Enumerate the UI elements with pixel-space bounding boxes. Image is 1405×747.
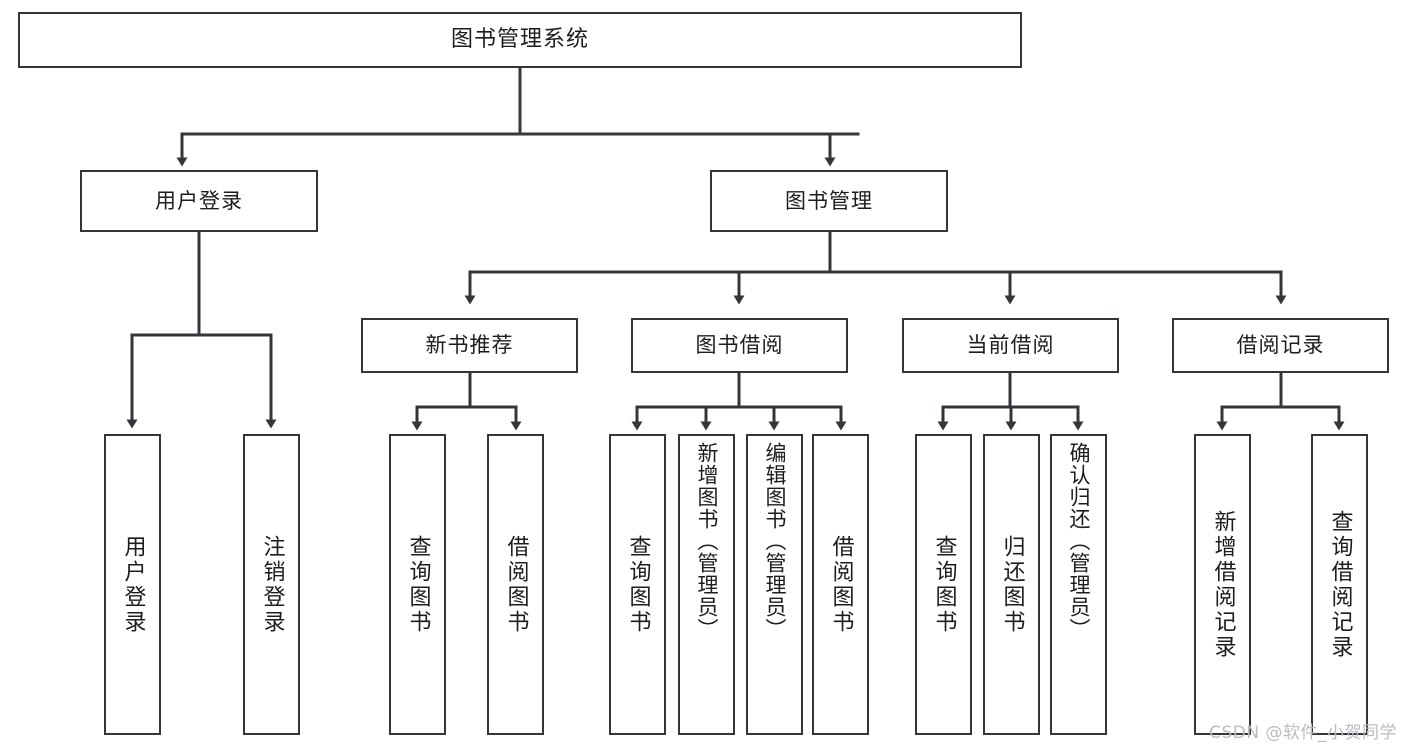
- leaf-add-book-admin[interactable]: 新增图书（管理员）: [678, 434, 735, 735]
- node-label: 图书管理系统: [450, 27, 589, 53]
- leaf-user-login[interactable]: 用户登录: [104, 434, 161, 735]
- node-label: 当前借阅: [966, 333, 1055, 358]
- node-current-borrow[interactable]: 当前借阅: [902, 318, 1119, 373]
- node-label: 新增图书（管理员）: [695, 442, 719, 640]
- leaf-confirm-return-admin[interactable]: 确认归还（管理员）: [1050, 434, 1107, 735]
- node-label: 图书管理: [785, 188, 873, 213]
- node-label: 查询图书: [931, 534, 957, 635]
- node-label: 新增借阅记录: [1210, 509, 1236, 660]
- node-label: 图书借阅: [695, 333, 784, 358]
- node-new-book-recommend[interactable]: 新书推荐: [361, 318, 578, 373]
- node-label: 查询图书: [405, 534, 431, 635]
- leaf-edit-book-admin[interactable]: 编辑图书（管理员）: [746, 434, 803, 735]
- node-user-login[interactable]: 用户登录: [80, 170, 318, 232]
- node-label: 借阅图书: [828, 534, 854, 635]
- node-label: 归还图书: [999, 534, 1025, 635]
- node-label: 编辑图书（管理员）: [763, 442, 787, 640]
- leaf-add-borrow-record[interactable]: 新增借阅记录: [1194, 434, 1251, 735]
- leaf-query-book-current[interactable]: 查询图书: [915, 434, 972, 735]
- leaf-query-borrow-record[interactable]: 查询借阅记录: [1311, 434, 1368, 735]
- node-label: 确认归还（管理员）: [1067, 442, 1091, 640]
- leaf-return-book[interactable]: 归还图书: [983, 434, 1040, 735]
- leaf-borrow-book-recommend[interactable]: 借阅图书: [487, 434, 544, 735]
- node-label: 查询图书: [625, 534, 651, 635]
- node-label: 查询借阅记录: [1327, 509, 1353, 660]
- node-root-book-management-system[interactable]: 图书管理系统: [18, 12, 1022, 68]
- leaf-logout-login[interactable]: 注销登录: [243, 434, 300, 735]
- node-label: 借阅记录: [1236, 333, 1325, 358]
- node-label: 借阅图书: [503, 534, 529, 635]
- node-label: 用户登录: [155, 188, 243, 213]
- watermark-text: CSDN @软件_小贺同学: [1209, 723, 1397, 743]
- node-label: 新书推荐: [425, 333, 514, 358]
- node-borrow-record[interactable]: 借阅记录: [1172, 318, 1389, 373]
- node-label: 用户登录: [120, 534, 146, 635]
- leaf-query-book-borrow[interactable]: 查询图书: [609, 434, 666, 735]
- node-book-borrow[interactable]: 图书借阅: [631, 318, 848, 373]
- leaf-query-book-recommend[interactable]: 查询图书: [389, 434, 446, 735]
- node-label: 注销登录: [259, 534, 285, 635]
- leaf-borrow-book-borrow[interactable]: 借阅图书: [812, 434, 869, 735]
- node-book-management[interactable]: 图书管理: [710, 170, 948, 232]
